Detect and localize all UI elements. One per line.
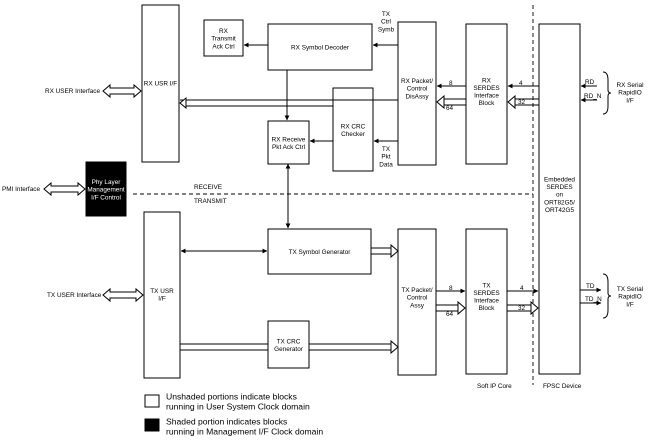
fpsc-device-label: FPSC Device — [543, 383, 582, 390]
rx-data-bus-head — [179, 96, 187, 110]
tx-serial-brace — [602, 273, 612, 319]
transmit-label: TRANSMIT — [194, 198, 227, 205]
tx-pkt-8-label: 8 — [449, 285, 453, 292]
tx-user-interface-arrow — [102, 287, 144, 303]
legend-unshaded-swatch — [144, 394, 160, 408]
tx-user-interface-label: TX USER Interface — [47, 292, 102, 299]
pmi-interface-arrow — [43, 181, 86, 197]
rx-user-interface-label: RX USER Interface — [45, 88, 100, 95]
rx-serdes-32-label: 32 — [518, 99, 526, 106]
receive-label: RECEIVE — [194, 184, 222, 191]
tx-serdes-4-label: 4 — [520, 285, 524, 292]
embedded-to-rx-serdes-32-bus — [515, 98, 539, 106]
rx-serial-brace — [602, 71, 612, 115]
symbol-gen-to-assy-head — [390, 243, 399, 259]
usr-to-assy-bus — [180, 343, 391, 351]
rx-user-interface-arrow — [102, 83, 142, 99]
td-n-label: TD_N — [585, 296, 602, 303]
rx-pkt-64-label: 64 — [446, 105, 454, 112]
legend-shaded-swatch — [144, 418, 160, 432]
rx-serdes-4-label: 4 — [519, 80, 523, 87]
assy-to-tx-serdes-64-bus — [436, 304, 458, 312]
rd-label: RD — [585, 79, 595, 86]
soft-ip-core-label: Soft IP Core — [477, 383, 512, 390]
pmi-interface-label: PMI Interface — [2, 186, 40, 193]
tx-symbol-generator-block: TX Symbol Generator — [267, 228, 372, 275]
svg-text:TX Symbol Generator: TX Symbol Generator — [289, 249, 352, 256]
assy-to-tx-serdes-64-head — [457, 300, 466, 316]
tx-pkt-64-label: 64 — [446, 311, 454, 318]
symbol-gen-to-assy-bus — [371, 247, 391, 255]
rx-pkt-8-label: 8 — [449, 80, 453, 87]
serdes-to-disassy-64-bus — [444, 98, 466, 106]
embedded-to-rx-serdes-32-head — [507, 94, 516, 110]
tx-serdes-32-label: 32 — [518, 305, 526, 312]
svg-text:RX Symbol Decoder: RX Symbol Decoder — [291, 45, 350, 52]
serdes-to-disassy-64-head — [436, 94, 445, 110]
td-label: TD — [586, 283, 595, 290]
rx-symbol-decoder-block: RX Symbol Decoder — [267, 23, 373, 71]
rd-n-label: RD_N — [584, 93, 602, 100]
rx-usr-if-block: RX USR I/F — [141, 4, 180, 163]
usr-to-assy-head — [390, 339, 399, 355]
tx-serdes-to-embedded-32-bus — [507, 304, 531, 312]
svg-text:RX USR I/F: RX USR I/F — [144, 81, 177, 88]
tx-serdes-to-embedded-32-head — [530, 300, 539, 316]
